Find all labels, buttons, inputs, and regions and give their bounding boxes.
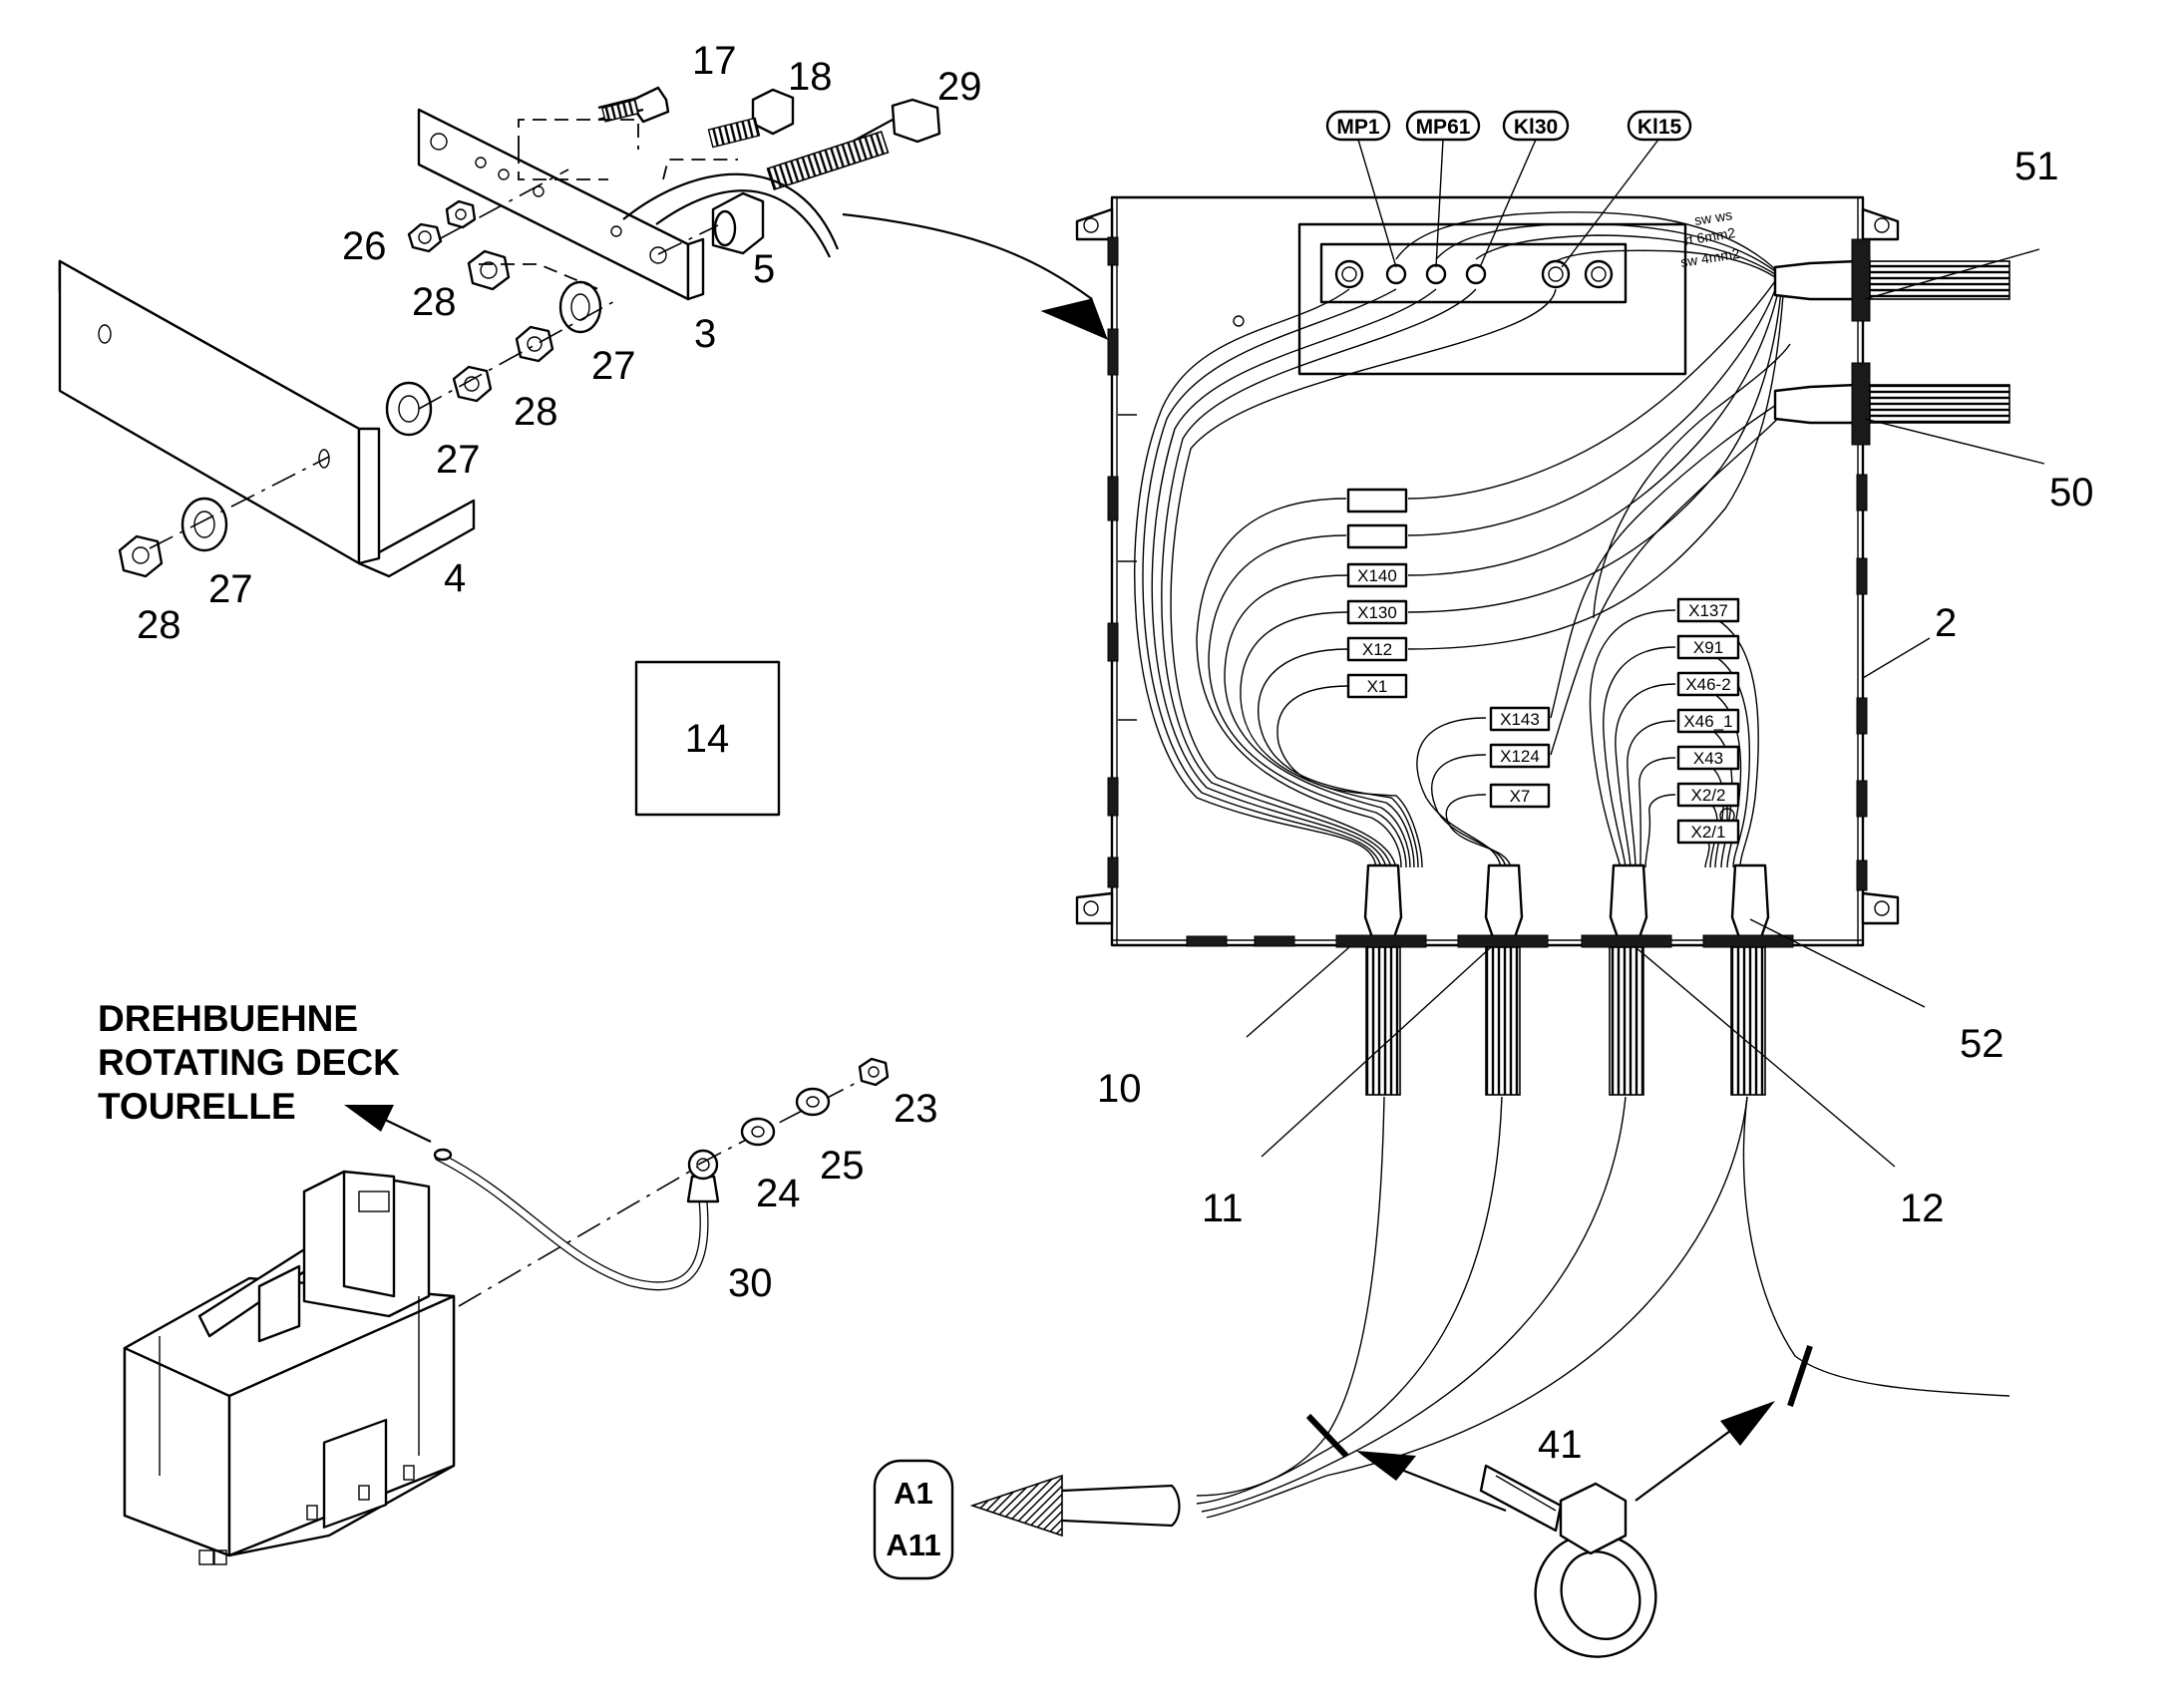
ground-cable-30 (433, 1057, 890, 1307)
connector-label-x124: X124 (1500, 747, 1540, 766)
connector-label-x46-2: X46-2 (1685, 675, 1730, 694)
terminal-tag-mp1: MP1 (1336, 116, 1380, 139)
spacer-5 (711, 191, 765, 255)
flow-arrow (622, 172, 1108, 340)
part-number-3: 3 (694, 312, 716, 356)
part-number-12: 12 (1900, 1187, 1945, 1230)
cable-tie-41 (1356, 1401, 1775, 1658)
part-number-5: 5 (753, 247, 775, 291)
connector-label-x130: X130 (1357, 603, 1397, 622)
part-number-29: 29 (937, 65, 982, 109)
part-number-2: 2 (1935, 601, 1957, 645)
wiring-upper-right (1395, 211, 1784, 650)
connector-label-x43: X43 (1693, 749, 1723, 768)
part-number-10: 10 (1097, 1067, 1142, 1111)
part-number-27: 27 (436, 438, 481, 482)
deck-label-fr: TOURELLE (98, 1086, 296, 1127)
part-number-24: 24 (756, 1172, 801, 1215)
part-number-18: 18 (788, 55, 833, 99)
target-reference: A1 A11 (873, 1459, 954, 1580)
harness-12 (1581, 863, 1672, 1096)
connector-label-x143: X143 (1500, 710, 1540, 729)
part-number-41: 41 (1538, 1423, 1583, 1467)
part-number-27: 27 (208, 567, 253, 611)
connector-label-x2-2: X2/2 (1691, 786, 1726, 805)
connector-label-x137: X137 (1688, 601, 1728, 620)
connector-labels-mid: X143 X124 X7 (1489, 706, 1551, 809)
assembly-axes (149, 119, 738, 549)
screw-29 (766, 98, 941, 191)
rotating-deck-part (123, 1170, 456, 1565)
harness-11 (1457, 863, 1549, 1096)
fasteners (118, 199, 602, 578)
terminal-tag-leaders (1357, 139, 1659, 268)
part-numbers: 17 18 29 26 5 28 3 27 28 27 27 4 28 51 5… (137, 39, 2094, 1467)
screw-17 (597, 86, 670, 124)
connector-label-x91: X91 (1693, 638, 1723, 657)
terminal-tags: MP1 MP61 Kl30 Kl15 (1325, 110, 1692, 142)
target-ref-a11: A11 (886, 1528, 940, 1562)
connector-label-x46-1: X46_1 (1683, 712, 1732, 731)
part-number-27: 27 (591, 344, 636, 388)
harness-52 (1702, 863, 1794, 1096)
part-number-50: 50 (2049, 471, 2094, 514)
target-ref-a1: A1 (894, 1476, 933, 1511)
part-number-52: 52 (1960, 1022, 2004, 1066)
wiring-mid-bundle (1416, 398, 1788, 868)
connector-label-x12: X12 (1362, 640, 1392, 659)
part-number-30: 30 (728, 1261, 773, 1305)
part-number-28: 28 (137, 603, 182, 647)
a1-arrow (969, 1474, 1181, 1537)
harness-51 (1773, 238, 2010, 322)
part-number-25: 25 (820, 1144, 865, 1188)
part-number-26: 26 (342, 224, 387, 268)
connector-label-x7: X7 (1510, 787, 1531, 806)
connector-label-x2-1: X2/1 (1691, 823, 1726, 842)
part-number-23: 23 (894, 1087, 938, 1131)
terminal-tag-kl15: Kl15 (1637, 116, 1682, 139)
leader-lines (1246, 248, 2045, 1168)
terminal-tag-kl30: Kl30 (1514, 116, 1558, 139)
connector-label-x140: X140 (1357, 566, 1397, 585)
deck-label: DREHBUEHNE ROTATING DECK TOURELLE (98, 998, 400, 1127)
part-number-11: 11 (1202, 1187, 1244, 1230)
wire-note-rt-6mm2: rt 6mm2 (1683, 224, 1736, 248)
plate-3 (417, 108, 705, 301)
part-number-28: 28 (412, 280, 457, 324)
wiring-right-bundle (1589, 343, 1791, 868)
screw-18 (707, 88, 795, 149)
box-14-label: 14 (685, 717, 730, 761)
part-number-4: 4 (444, 556, 466, 600)
connector-labels-right: X137 X91 X46-2 X46_1 X43 X2/2 X2/1 (1676, 597, 1740, 845)
part-number-28: 28 (514, 390, 558, 434)
terminal-plate (1233, 222, 1687, 376)
harness-10 (1335, 863, 1427, 1096)
wiring-left-bundle (1134, 288, 1557, 868)
deck-label-en: ROTATING DECK (98, 1042, 400, 1083)
box-14 (634, 660, 781, 817)
deck-label-de: DREHBUEHNE (98, 998, 358, 1039)
connector-label-x1: X1 (1367, 677, 1388, 696)
harness-50 (1773, 362, 2010, 446)
wire-note-sw-ws: sw ws (1693, 206, 1733, 228)
angle-bracket-4 (58, 259, 476, 578)
part-number-17: 17 (692, 39, 737, 83)
cable-run (1196, 1096, 2010, 1519)
terminal-tag-mp61: MP61 (1416, 116, 1471, 139)
part-number-51: 51 (2014, 145, 2059, 188)
deck-direction-arrow (344, 1105, 432, 1143)
connector-labels-left: X140 X130 X12 X1 (1346, 488, 1408, 699)
